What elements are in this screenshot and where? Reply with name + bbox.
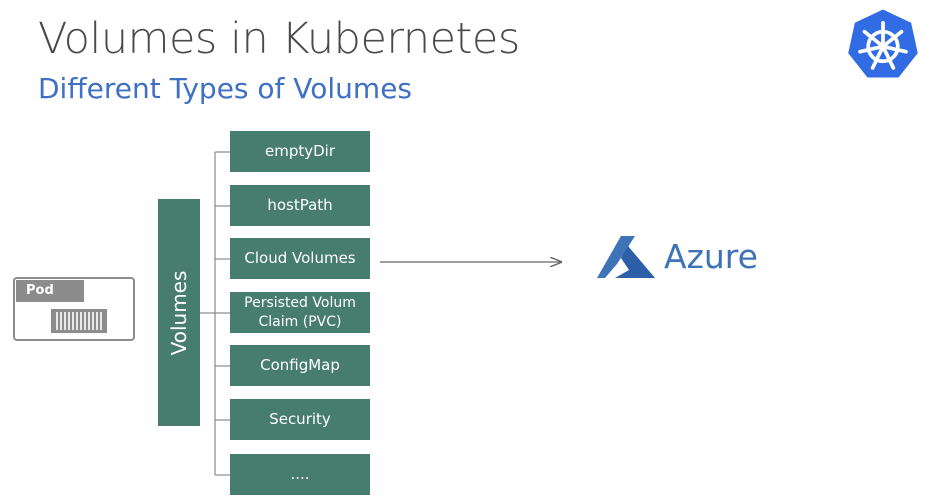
volume-type-more: .... <box>230 454 370 495</box>
volume-type-configmap: ConfigMap <box>230 345 370 386</box>
container-icon <box>51 309 107 333</box>
volumes-bar: Volumes <box>158 199 200 426</box>
volume-type-security: Security <box>230 399 370 440</box>
volumes-label: Volumes <box>167 270 191 355</box>
page-title: Volumes in Kubernetes <box>38 14 520 64</box>
volume-type-hostpath: hostPath <box>230 185 370 226</box>
azure-label: Azure <box>664 237 758 276</box>
pod-box: Pod <box>13 277 135 341</box>
kubernetes-logo-icon <box>848 9 918 78</box>
volume-type-cloud-volumes: Cloud Volumes <box>230 238 370 279</box>
pod-label: Pod <box>16 280 84 302</box>
volume-type-pvc: Persisted Volum Claim (PVC) <box>230 292 370 333</box>
volume-type-emptydir: emptyDir <box>230 131 370 172</box>
page-subtitle: Different Types of Volumes <box>38 72 413 105</box>
azure-logo-icon <box>597 236 655 278</box>
